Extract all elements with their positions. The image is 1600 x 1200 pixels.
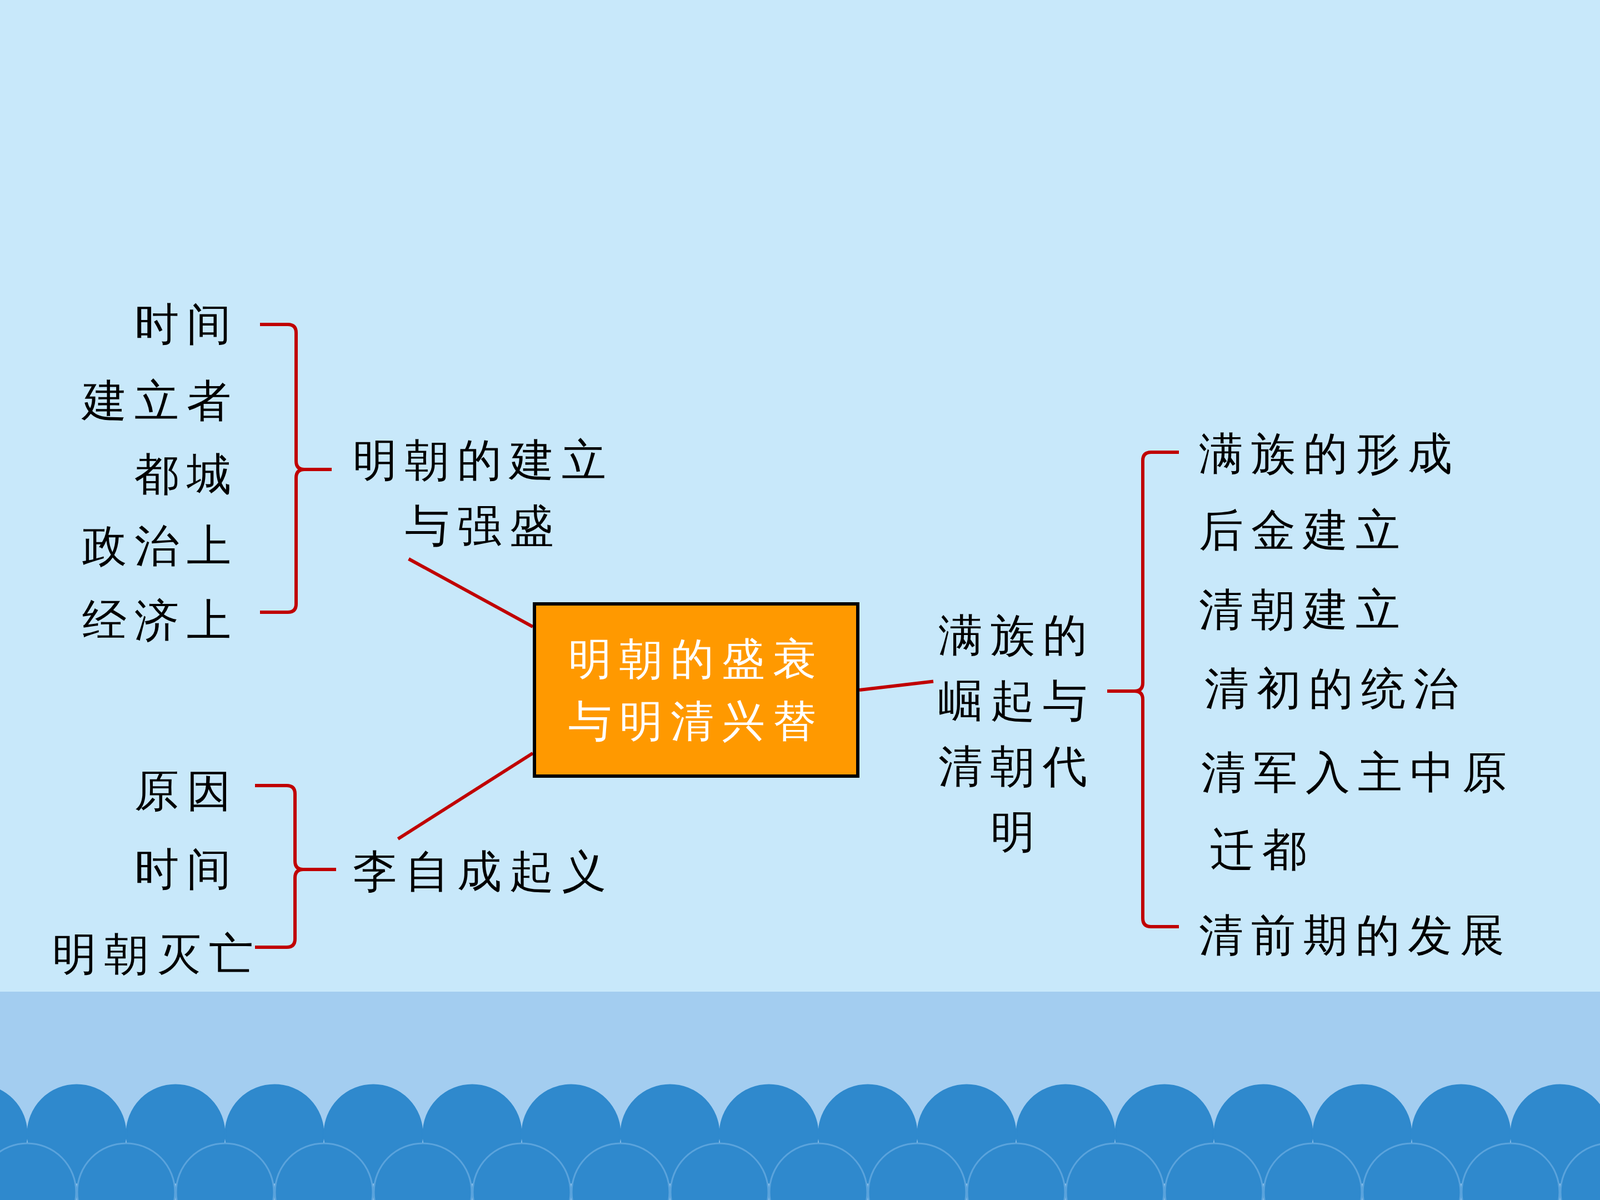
bracket: [1107, 452, 1179, 927]
scallop: [967, 1143, 1065, 1200]
scallop: [868, 1143, 967, 1200]
bracket: [260, 324, 332, 613]
scallop: [0, 1143, 77, 1200]
item-label: 政治上: [82, 518, 239, 574]
connector-line: [859, 681, 934, 690]
scallop: [1066, 1143, 1164, 1200]
connector-line: [397, 753, 533, 839]
item-label: 建立者: [82, 373, 239, 429]
scallop: [1263, 1143, 1362, 1200]
scallop-border: [0, 1085, 1600, 1200]
scallop: [1461, 1143, 1560, 1200]
scallop: [769, 1143, 868, 1200]
item-label: 清军入主中原: [1201, 745, 1515, 801]
scallop: [373, 1143, 472, 1200]
scallop: [176, 1143, 274, 1200]
item-label: 清初的统治: [1204, 661, 1466, 717]
item-label: 清朝建立: [1198, 582, 1408, 638]
item-label: 时间: [134, 296, 239, 353]
scallop: [571, 1143, 670, 1200]
node-text: 明朝的建立与强盛: [350, 427, 617, 559]
topic-text: 满族的崛起与清朝代明: [933, 602, 1100, 865]
connector-line: [408, 558, 533, 627]
item-label: 清前期的发展: [1198, 907, 1513, 964]
scallop: [77, 1143, 175, 1200]
item-label: 迁都: [1210, 822, 1315, 878]
node-text: 李自成起义: [350, 838, 617, 905]
topic-text: 李自成起义: [350, 838, 617, 905]
scallop: [1165, 1143, 1263, 1200]
item-label: 满族的形成: [1198, 426, 1460, 482]
item-label: 明朝灭亡: [52, 926, 262, 983]
node-text: 满族的崛起与清朝代明: [933, 602, 1100, 865]
scallop: [275, 1143, 373, 1200]
topic-text: 明朝的建立与强盛: [350, 427, 617, 559]
scallop: [472, 1143, 571, 1200]
scallop: [1362, 1143, 1461, 1200]
central-box: 明朝的盛衰与明清兴替: [532, 602, 860, 778]
item-label: 时间: [134, 841, 239, 898]
item-label: 原因: [134, 763, 239, 819]
bracket: [255, 785, 337, 948]
node-text: 明朝的盛衰与明清兴替: [563, 627, 829, 753]
scallop: [1560, 1143, 1600, 1200]
item-label: 都城: [134, 446, 239, 503]
scallop: [670, 1143, 769, 1200]
item-label: 后金建立: [1198, 502, 1408, 559]
item-label: 经济上: [82, 592, 239, 649]
